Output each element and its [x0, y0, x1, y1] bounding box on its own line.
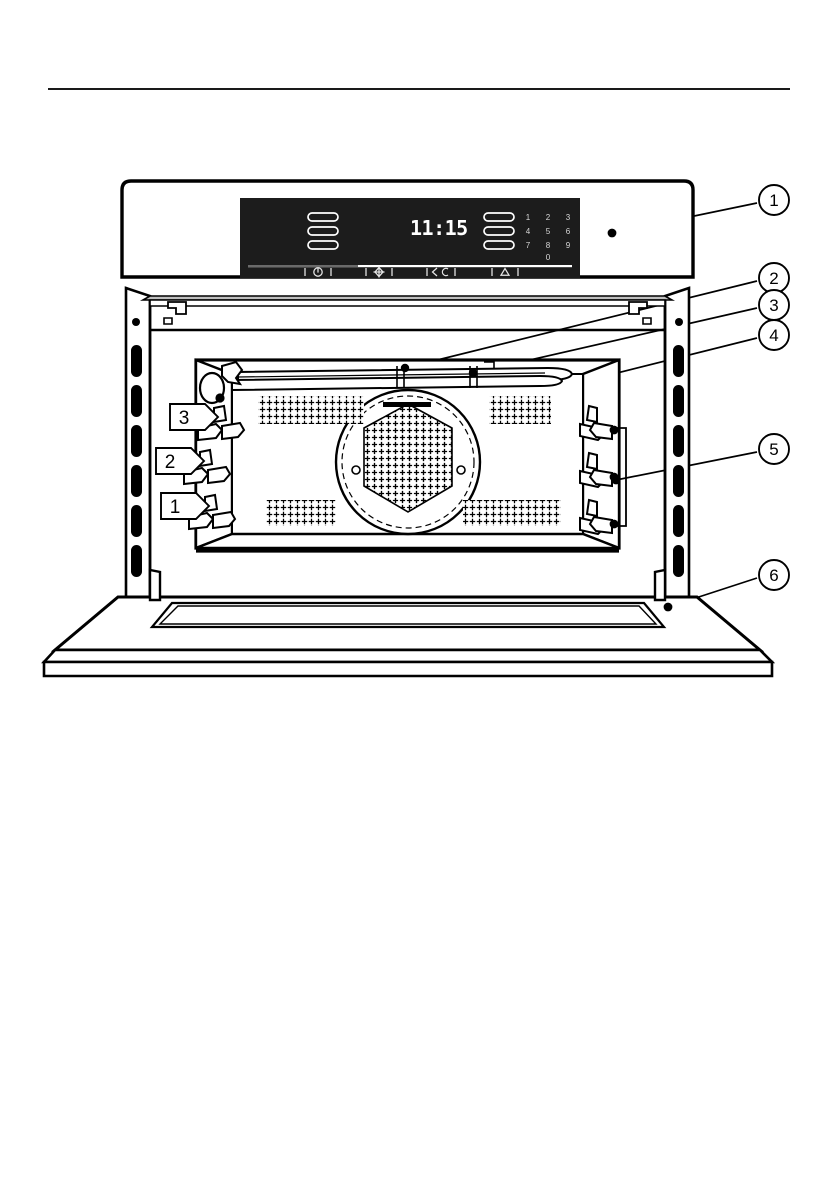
runner-right-bracket	[616, 427, 627, 527]
progress-bar-fill	[248, 265, 358, 268]
leader-dot-3	[468, 368, 478, 378]
keypad-key-4[interactable]: 4	[526, 227, 531, 236]
runner-right-level-3	[579, 404, 619, 442]
vent-patch-bottom-left	[266, 500, 336, 526]
leader-dot-4	[215, 393, 225, 403]
button-bar-6[interactable]	[483, 240, 515, 250]
fan-cover-hexagon	[363, 403, 453, 513]
keypad-key-1[interactable]: 1	[526, 213, 531, 222]
shelf-level-label-3: 3	[179, 408, 190, 429]
callout-label-4: 4	[769, 326, 778, 345]
shelf-level-box-3: 3	[169, 403, 220, 431]
fan-cover-inner-ring	[341, 395, 475, 529]
control-panel-right-buttons[interactable]	[483, 212, 515, 250]
door-seal-bar	[139, 295, 676, 332]
shelf-runners-left	[183, 404, 246, 531]
hinge-right	[628, 301, 648, 315]
keypad-key-8[interactable]: 8	[546, 241, 551, 250]
callout-label-5: 5	[769, 440, 778, 459]
vent-patch-top-left	[258, 396, 364, 424]
frame-right-slots	[673, 345, 684, 577]
cavity-floor	[195, 532, 620, 550]
callout-2: 2	[758, 262, 790, 294]
shelf-level-box-2: 2	[155, 447, 206, 475]
control-panel-left-buttons[interactable]	[307, 212, 339, 250]
runner-right-dot-1	[609, 519, 619, 529]
back-icon[interactable]	[426, 267, 456, 277]
header-rule	[48, 88, 790, 90]
button-bar-2[interactable]	[307, 226, 339, 236]
shelf-level-label-2: 2	[165, 452, 176, 473]
leader-dot-6	[663, 602, 673, 612]
progress-bar	[248, 265, 572, 268]
button-bar-4[interactable]	[483, 212, 515, 222]
keypad-key-5[interactable]: 5	[546, 227, 551, 236]
fan-cover-screw-right	[456, 465, 466, 475]
shelf-level-box-1: 1	[160, 492, 211, 520]
callout-bubbles: 1 2 3 4 5	[758, 184, 790, 591]
fan-cover-assembly	[334, 388, 482, 536]
numeric-keypad[interactable]: 1 2 3 4 5 6 7 8 9 0	[526, 213, 571, 262]
probe-socket-bracket	[221, 360, 244, 386]
door-edge-band	[41, 648, 776, 664]
leader-line-2	[404, 280, 758, 369]
frame-left-hole	[132, 318, 140, 326]
button-bar-1[interactable]	[307, 212, 339, 222]
leader-dot-2	[400, 363, 410, 373]
leader-dot-1	[607, 228, 617, 238]
progress-bar-track	[248, 265, 572, 268]
vent-patches	[258, 396, 561, 526]
runner-left-level-1	[188, 493, 237, 531]
hinge-left	[167, 301, 187, 315]
control-panel[interactable]: 11:15 1 2 3 4 5 6 7 8 9	[240, 198, 580, 278]
callout-3: 3	[758, 289, 790, 321]
shelf-level-labels: 3 2 1	[155, 403, 220, 520]
callout-label-6: 6	[769, 566, 778, 585]
callout-label-1: 1	[769, 191, 778, 210]
sensor-icon-row[interactable]	[304, 266, 519, 278]
settings-icon[interactable]	[365, 266, 393, 278]
button-bar-5[interactable]	[483, 226, 515, 236]
power-icon[interactable]	[304, 267, 332, 277]
runner-right-dot-3	[609, 425, 619, 435]
door-hinge-arms	[148, 568, 667, 602]
vent-patch-top-right	[489, 396, 551, 424]
keypad-key-3[interactable]: 3	[566, 213, 571, 222]
alarm-icon[interactable]	[491, 267, 519, 276]
callout-4: 4	[758, 319, 790, 351]
callout-5: 5	[758, 433, 790, 465]
door-glass	[149, 601, 667, 629]
control-panel-glass	[240, 198, 580, 278]
keypad-key-0[interactable]: 0	[546, 253, 551, 262]
shelf-level-label-1: 1	[170, 497, 181, 518]
fan-cover-tab	[383, 402, 431, 407]
grill-heating-element	[231, 361, 574, 392]
shelf-runners-right	[579, 404, 627, 536]
door-outer-face	[42, 660, 774, 678]
oven-lamp-assembly	[198, 360, 244, 405]
door-glass-inner-line	[158, 605, 658, 625]
frame-right-hole	[675, 318, 683, 326]
button-bar-3[interactable]	[307, 240, 339, 250]
appliance-door[interactable]	[41, 595, 776, 678]
cabinet-frame-right	[663, 286, 691, 618]
callout-label-3: 3	[769, 296, 778, 315]
keypad-key-9[interactable]: 9	[566, 241, 571, 250]
frame-left-slots	[131, 345, 142, 577]
keypad-key-6[interactable]: 6	[566, 227, 571, 236]
clock-display: 11:15	[410, 216, 468, 240]
callout-1: 1	[758, 184, 790, 216]
vent-patch-bottom-right	[463, 500, 561, 526]
keypad-key-7[interactable]: 7	[526, 241, 531, 250]
keypad-key-2[interactable]: 2	[546, 213, 551, 222]
callout-6: 6	[758, 559, 790, 591]
leader-dot-5	[611, 475, 621, 485]
cabinet-frame-left	[124, 286, 152, 618]
callout-label-2: 2	[769, 269, 778, 288]
fan-cover-screw-left	[351, 465, 361, 475]
